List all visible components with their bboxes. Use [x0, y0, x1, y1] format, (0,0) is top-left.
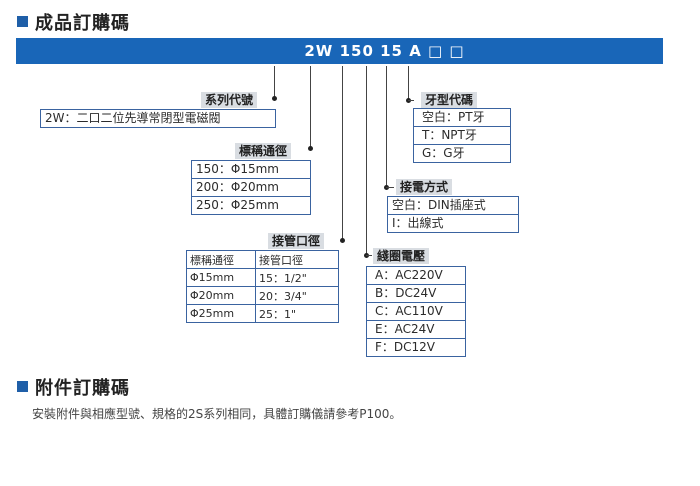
table-cell: 25：1" — [255, 304, 339, 323]
table-cell: 15：1/2" — [255, 268, 339, 287]
table-cell: Φ20mm — [186, 286, 256, 305]
list-item: 空白：DIN插座式 — [392, 198, 486, 212]
list-item: G：G牙 — [414, 144, 510, 162]
connector-line — [366, 66, 367, 256]
connection-box: 空白：DIN插座式 I：出線式 — [387, 196, 519, 233]
connector-line — [408, 100, 414, 101]
connector-line — [366, 255, 372, 256]
connector-dot — [272, 96, 277, 101]
list-item: T：NPT牙 — [414, 126, 510, 144]
section-bullet-icon — [17, 16, 28, 27]
coil-label: 綫圈電壓 — [373, 248, 430, 264]
list-item: C：AC110V — [367, 302, 465, 320]
list-item: 200：Φ20mm — [192, 178, 310, 196]
connection-label: 接電方式 — [396, 179, 453, 195]
list-item: 空白：PT牙 — [422, 110, 485, 124]
bore-box: 150：Φ15mm 200：Φ20mm 250：Φ25mm — [191, 160, 311, 215]
connector-dot — [340, 238, 345, 243]
connector-line — [274, 66, 275, 98]
section-title: 成品訂購碼 — [35, 13, 130, 34]
order-code: 2W 150 15 A □ □ — [304, 42, 465, 60]
connector-line — [386, 187, 394, 188]
connector-line — [408, 66, 409, 100]
table-cell: Φ15mm — [186, 268, 256, 287]
connector-dot — [308, 146, 313, 151]
connector-line — [342, 66, 343, 240]
series-box: 2W：二口二位先導常閉型電磁閥 — [40, 109, 276, 128]
table-row: Φ15mm 15：1/2" — [186, 268, 339, 287]
section-bullet-icon — [17, 381, 28, 392]
table-row: Φ20mm 20：3/4" — [186, 286, 339, 305]
table-header-cell: 接管口徑 — [255, 250, 339, 269]
bore-label: 標稱通徑 — [235, 143, 292, 159]
list-item: 250：Φ25mm — [192, 196, 310, 214]
thread-box: 空白：PT牙 T：NPT牙 G：G牙 — [413, 108, 511, 163]
table-row: 標稱通徑 接管口徑 — [186, 250, 339, 269]
connector-line — [310, 66, 311, 148]
list-item: B：DC24V — [367, 284, 465, 302]
table-cell: Φ25mm — [186, 304, 256, 323]
list-item: 150：Φ15mm — [196, 162, 279, 176]
series-value: 2W：二口二位先導常閉型電磁閥 — [45, 111, 221, 125]
thread-label: 牙型代碼 — [421, 92, 478, 108]
connector-line — [386, 66, 387, 188]
order-code-bar: 2W 150 15 A □ □ — [16, 38, 663, 64]
table-header-cell: 標稱通徑 — [186, 250, 256, 269]
table-row: Φ25mm 25：1" — [186, 304, 339, 323]
list-item: E：AC24V — [367, 320, 465, 338]
table-cell: 20：3/4" — [255, 286, 339, 305]
port-label: 接管口徑 — [268, 233, 325, 249]
port-table-box: 標稱通徑 接管口徑 Φ15mm 15：1/2" Φ20mm 20：3/4" Φ2… — [186, 250, 339, 323]
accessory-note: 安裝附件與相應型號、規格的2S系列相同，具體訂購儀請參考P100。 — [32, 407, 402, 421]
port-table: 標稱通徑 接管口徑 Φ15mm 15：1/2" Φ20mm 20：3/4" Φ2… — [186, 250, 339, 323]
accessory-title: 附件訂購碼 — [35, 378, 130, 399]
list-item: A：AC220V — [375, 268, 443, 282]
series-label: 系列代號 — [201, 92, 258, 108]
list-item: I：出線式 — [388, 214, 518, 232]
list-item: F：DC12V — [367, 338, 465, 356]
coil-box: A：AC220V B：DC24V C：AC110V E：AC24V F：DC12… — [366, 266, 466, 357]
